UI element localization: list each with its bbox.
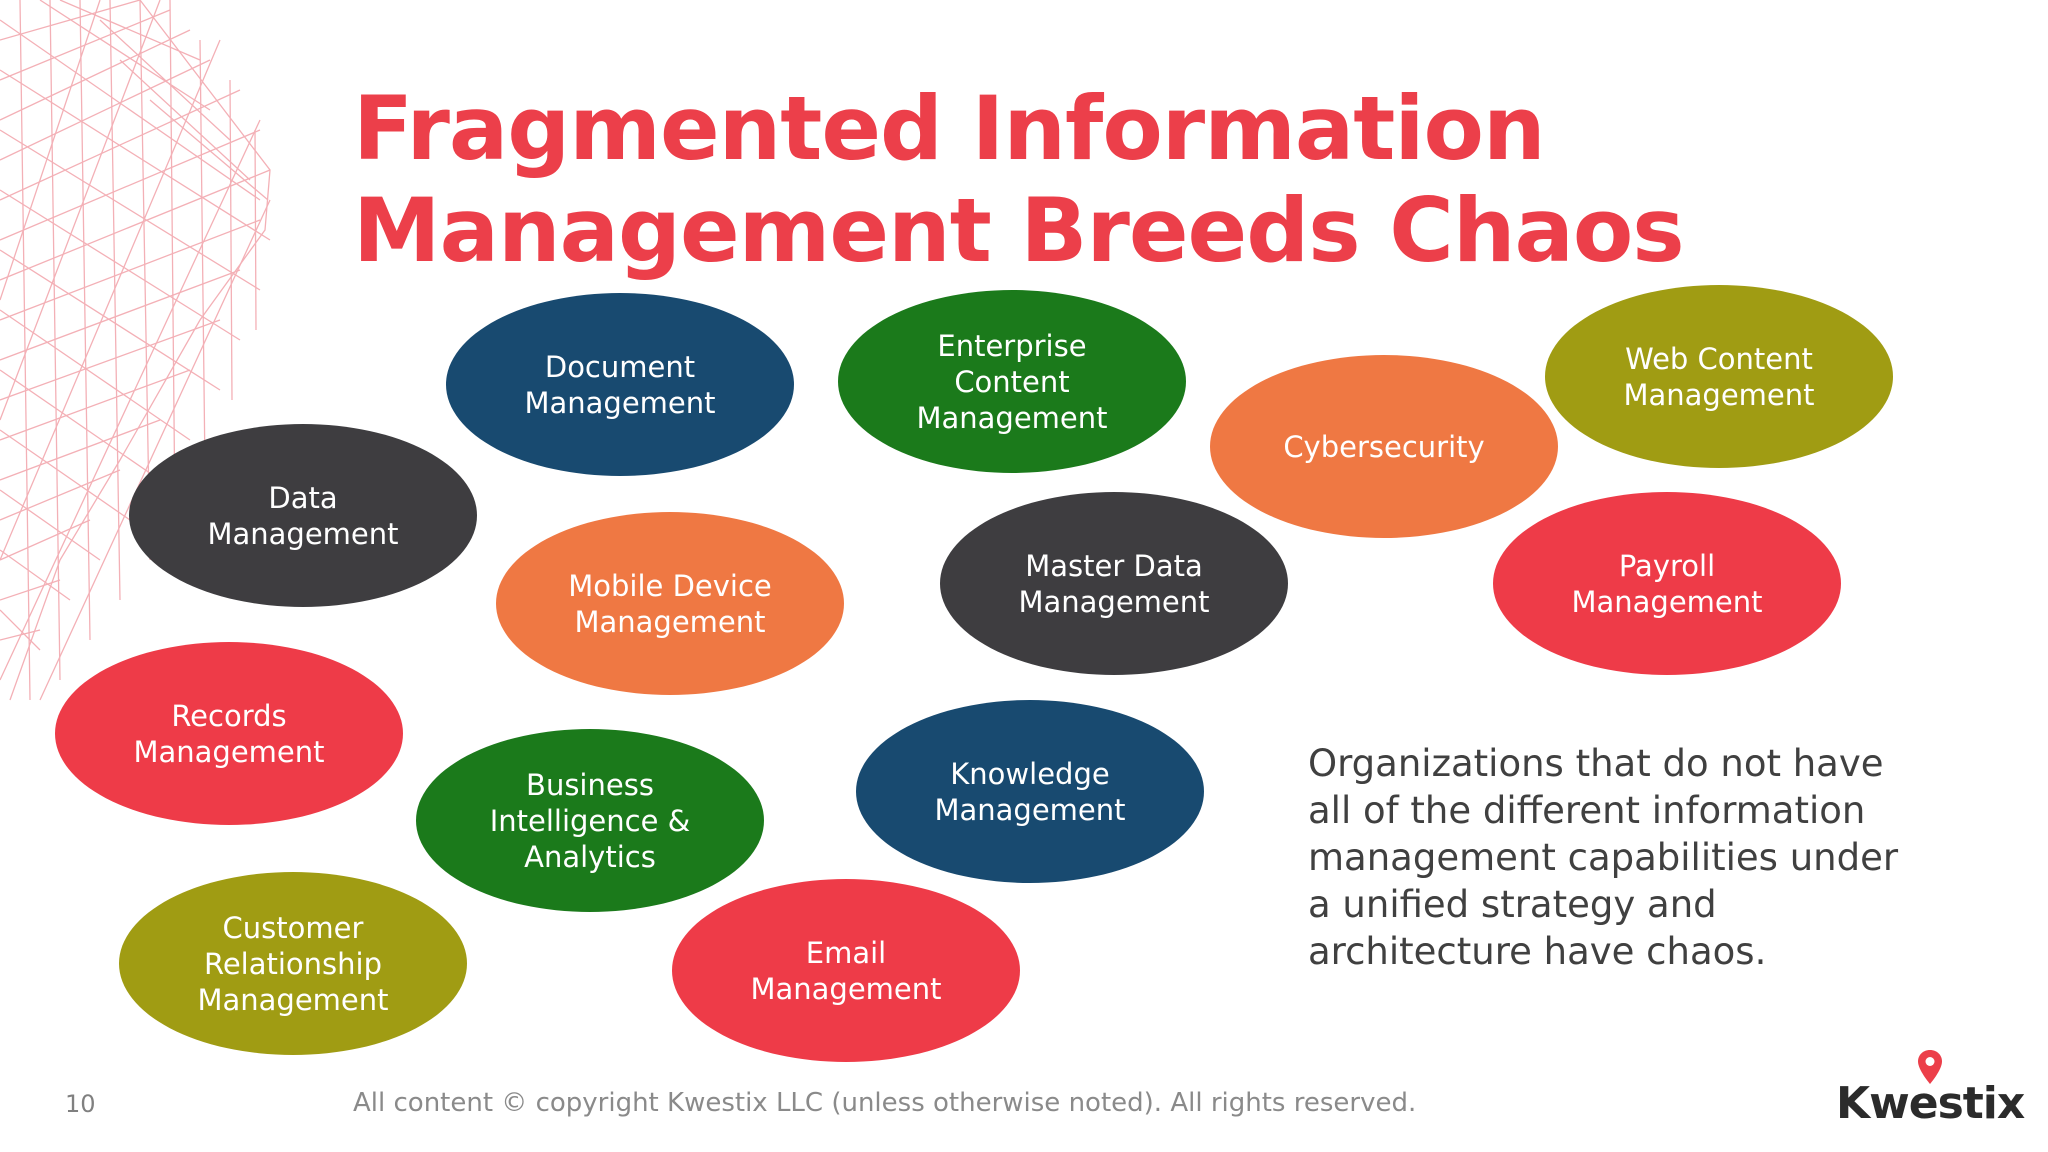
- bubble-label: Master Data Management: [1018, 548, 1210, 619]
- bubble-label: Records Management: [133, 698, 325, 769]
- bubble-label: Document Management: [524, 349, 716, 420]
- kwestix-logo: Kwestix: [1836, 1050, 2025, 1130]
- bubble-customer-relationship-management: Customer Relationship Management: [119, 872, 467, 1055]
- copyright-notice: All content © copyright Kwestix LLC (unl…: [353, 1088, 1417, 1118]
- bubble-label: Customer Relationship Management: [197, 910, 389, 1017]
- bubble-label: Enterprise Content Management: [916, 328, 1108, 435]
- slide-title: Fragmented Information Management Breeds…: [353, 77, 1685, 282]
- wireframe-decoration: [0, 0, 271, 701]
- bubble-label: Cybersecurity: [1283, 429, 1485, 464]
- bubble-email-management: Email Management: [672, 879, 1020, 1062]
- bubble-label: Data Management: [207, 480, 399, 551]
- bubble-cybersecurity: Cybersecurity: [1210, 355, 1558, 538]
- bubble-knowledge-management: Knowledge Management: [856, 700, 1204, 883]
- bubble-payroll-management: Payroll Management: [1493, 492, 1841, 675]
- title-line-2: Management Breeds Chaos: [353, 179, 1685, 282]
- bubble-records-management: Records Management: [55, 642, 403, 825]
- bubble-label: Email Management: [750, 935, 942, 1006]
- bubble-data-management: Data Management: [129, 424, 477, 607]
- bubble-enterprise-content-management: Enterprise Content Management: [838, 290, 1186, 473]
- page-number: 10: [65, 1090, 96, 1118]
- location-pin-icon: [1918, 1050, 1942, 1084]
- bubble-label: Knowledge Management: [934, 756, 1126, 827]
- bubble-mobile-device-management: Mobile Device Management: [496, 512, 844, 695]
- bubble-label: Business Intelligence & Analytics: [489, 767, 691, 874]
- callout-text: Organizations that do not have all of th…: [1308, 742, 1899, 973]
- bubble-master-data-management: Master Data Management: [940, 492, 1288, 675]
- bubble-label: Web Content Management: [1623, 341, 1815, 412]
- logo-wordmark: Kwestix: [1836, 1078, 2025, 1129]
- title-line-1: Fragmented Information: [353, 77, 1546, 180]
- bubble-label: Payroll Management: [1571, 548, 1763, 619]
- bubble-business-intelligence-analytics: Business Intelligence & Analytics: [416, 729, 764, 912]
- bubble-label: Mobile Device Management: [568, 568, 772, 639]
- bubble-web-content-management: Web Content Management: [1545, 285, 1893, 468]
- bubble-document-management: Document Management: [446, 293, 794, 476]
